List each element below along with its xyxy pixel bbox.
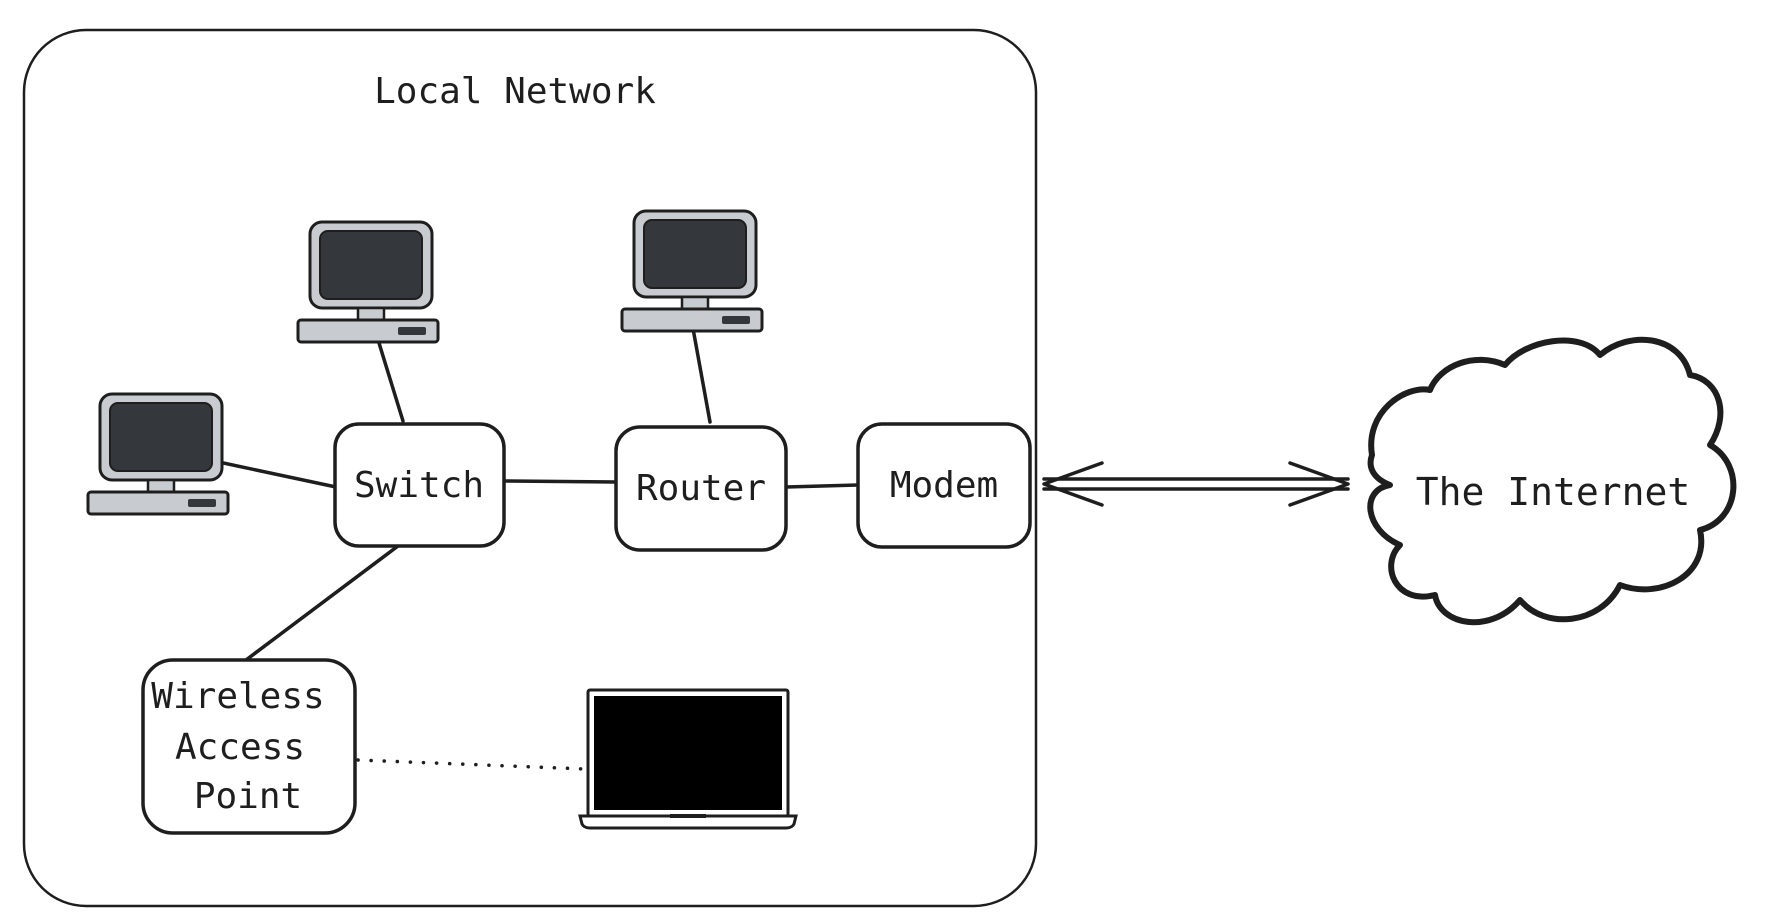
monitor-screen [643,219,747,289]
local-network-title: Local Network [374,71,656,112]
desktop-computer-icon[interactable] [620,209,764,333]
laptop-base [578,814,798,830]
monitor-screen [109,402,213,472]
modem-node[interactable]: Modem [856,422,1032,549]
drive-slot [722,316,750,324]
monitor-stand [680,295,710,311]
access-point-label-line-2: Access [175,727,305,768]
modem-label: Modem [890,465,998,506]
router-label: Router [636,468,766,509]
modem-box [856,422,1032,549]
monitor-stand [356,306,386,322]
router-box [614,425,788,552]
link-desktop-right-router [690,321,712,424]
access-point-label-line-1: Wireless [151,676,324,717]
switch-node[interactable]: Switch [333,422,506,548]
link-switch-router [502,479,618,484]
link-desktop-top-switch [373,328,405,423]
laptop-icon[interactable] [578,688,798,830]
drive-slot [188,499,216,507]
desktop-computer-icon[interactable] [86,392,230,516]
monitor-stand [146,478,176,494]
desktop-computer-icon[interactable] [296,220,440,344]
switch-label: Switch [354,465,484,506]
link-desktop-left-switch [212,459,338,489]
switch-box [333,422,506,548]
cloud-shape [1367,336,1737,626]
drive-slot [398,327,426,335]
monitor-screen [319,230,423,300]
access-point-label-line-3: Point [194,776,302,817]
link-router-modem [784,483,860,489]
laptop-screen [594,696,782,810]
modem-internet-double-arrow [1042,461,1350,507]
link-switch-access-point [244,544,400,662]
local-network-boundary [22,28,1038,908]
internet-cloud[interactable]: The Internet [1367,336,1737,626]
computer-base [620,307,764,333]
access-point-box [141,658,357,835]
computer-base [296,318,440,344]
link-access-point-laptop [356,758,587,771]
internet-label: The Internet [1416,470,1691,514]
computer-base [86,490,230,516]
router-node[interactable]: Router [614,425,788,552]
access-point-node[interactable]: Wireless Access Point [141,658,357,835]
